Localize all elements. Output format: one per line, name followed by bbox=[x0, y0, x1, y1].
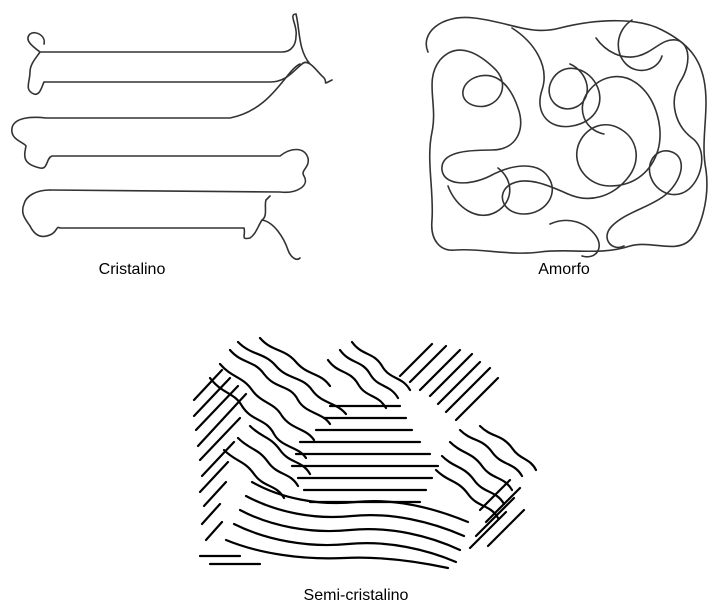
semi-strands-topleft bbox=[210, 338, 346, 458]
crystalline-chain-3 bbox=[23, 190, 300, 259]
amorphous-diagram bbox=[400, 0, 713, 270]
amorphous-coil-2 bbox=[448, 20, 702, 257]
crystalline-diagram bbox=[0, 0, 340, 270]
semicrystalline-label: Semi-cristalino bbox=[304, 587, 409, 605]
amorphous-label: Amorfo bbox=[538, 261, 590, 279]
crystalline-label: Cristalino bbox=[99, 261, 166, 279]
semicrystalline-diagram bbox=[180, 330, 540, 570]
semi-lamellae-lowerright bbox=[470, 480, 524, 548]
crystalline-panel: Cristalino bbox=[0, 0, 340, 270]
semicrystalline-panel: Semi-cristalino bbox=[180, 330, 540, 608]
amorphous-panel: Amorfo bbox=[400, 0, 713, 270]
crystalline-chain-2 bbox=[12, 64, 308, 192]
semi-lamellae-center bbox=[292, 406, 438, 502]
semi-lamellae-topright bbox=[400, 344, 498, 420]
semi-lamellae-left bbox=[194, 370, 246, 540]
semi-lamellae-bottom bbox=[200, 482, 468, 568]
crystalline-chain-1 bbox=[28, 14, 332, 94]
semi-strands-lowerleft bbox=[224, 426, 310, 498]
semi-strands-topcenter bbox=[328, 342, 410, 408]
amorphous-coil-1 bbox=[426, 17, 707, 253]
